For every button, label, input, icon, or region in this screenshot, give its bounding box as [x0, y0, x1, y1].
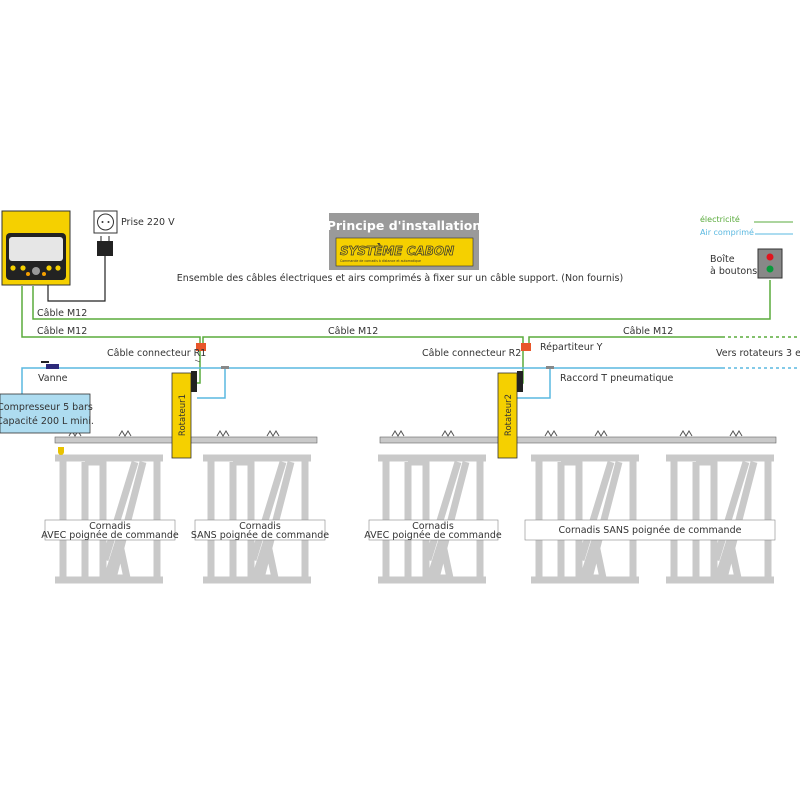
boite-label: Boîte — [710, 254, 735, 265]
connecteur-r2-label: Câble connecteur R2 — [422, 348, 521, 359]
cornadis-frame — [679, 430, 693, 437]
cornadis-frame — [118, 430, 132, 437]
boite-label-2: à boutons — [710, 266, 757, 277]
svg-text:électricité: électricité — [700, 214, 740, 224]
page-title: Principe d'installation — [327, 218, 482, 233]
valve-icon — [41, 361, 59, 369]
cornadis-frame — [729, 430, 743, 437]
svg-text:Commande de cornadis à distanc: Commande de cornadis à distance et autom… — [340, 259, 421, 263]
svg-text:Rotateur2: Rotateur2 — [504, 394, 514, 436]
cornadis-frame — [391, 430, 405, 437]
cable-label: Câble M12 — [37, 326, 87, 337]
compressor-label: Compresseur 5 bars — [0, 402, 93, 413]
cornadis-label-3: Cornadis AVEC poignée de commande — [364, 519, 502, 541]
svg-text:SANS poignée de commande: SANS poignée de commande — [191, 530, 329, 541]
connecteur-r1-label: Câble connecteur R1 — [107, 348, 206, 359]
svg-text:Cornadis: Cornadis — [89, 521, 131, 532]
cornadis-frame — [266, 430, 280, 437]
vers-rotateurs-label: Vers rotateurs 3 et 4 — [716, 348, 800, 359]
cornadis-frame — [441, 430, 455, 437]
vanne-label: Vanne — [38, 373, 68, 384]
button-box — [757, 248, 783, 279]
rotateur-1: Rotateur1 — [171, 371, 197, 459]
cornadis-label-1: Cornadis AVEC poignée de commande — [41, 519, 179, 541]
svg-text:Cornadis: Cornadis — [239, 521, 281, 532]
raccord-label: Raccord T pneumatique — [560, 373, 673, 384]
cornadis-label-2: Cornadis SANS poignée de commande — [191, 519, 329, 541]
control-unit — [1, 210, 71, 286]
cable-label: Câble M12 — [623, 326, 673, 337]
cable-label: Câble M12 — [37, 308, 87, 319]
prise-label: Prise 220 V — [121, 217, 175, 228]
svg-text:SYSTÈME CABON: SYSTÈME CABON — [340, 243, 454, 258]
cornadis-frames — [54, 430, 777, 584]
svg-text:Air comprimé: Air comprimé — [700, 227, 754, 237]
subtitle: Ensemble des câbles électriques et airs … — [177, 273, 623, 284]
cable-label: Câble M12 — [328, 326, 378, 337]
handle-icon — [58, 447, 64, 455]
t-fitting-1 — [221, 366, 229, 369]
svg-text:AVEC poignée de commande: AVEC poignée de commande — [41, 530, 179, 541]
svg-text:Cornadis SANS poignée de comma: Cornadis SANS poignée de commande — [559, 525, 742, 536]
air-lines — [21, 367, 800, 399]
t-fitting-2 — [546, 366, 554, 369]
rotateur-2: Rotateur2 — [497, 371, 523, 459]
systeme-cabon-logo: SYSTÈME CABON Commande de cornadis à dis… — [335, 237, 474, 267]
cornadis-frame — [594, 430, 608, 437]
compressor — [0, 393, 91, 434]
connector-r1 — [196, 343, 206, 351]
svg-text:Cornadis: Cornadis — [412, 521, 454, 532]
svg-text:Rotateur1: Rotateur1 — [178, 394, 188, 436]
connector-y — [521, 343, 531, 351]
power-socket-icon — [93, 210, 118, 256]
legend: électricité Air comprimé — [700, 214, 793, 237]
compressor-label-2: Capacité 200 L mini. — [0, 416, 94, 427]
cornadis-frame — [544, 430, 558, 437]
cornadis-label-4: Cornadis SANS poignée de commande — [524, 519, 776, 541]
svg-text:AVEC poignée de commande: AVEC poignée de commande — [364, 530, 502, 541]
repartiteur-label: Répartiteur Y — [540, 342, 603, 353]
cornadis-frame — [216, 430, 230, 437]
